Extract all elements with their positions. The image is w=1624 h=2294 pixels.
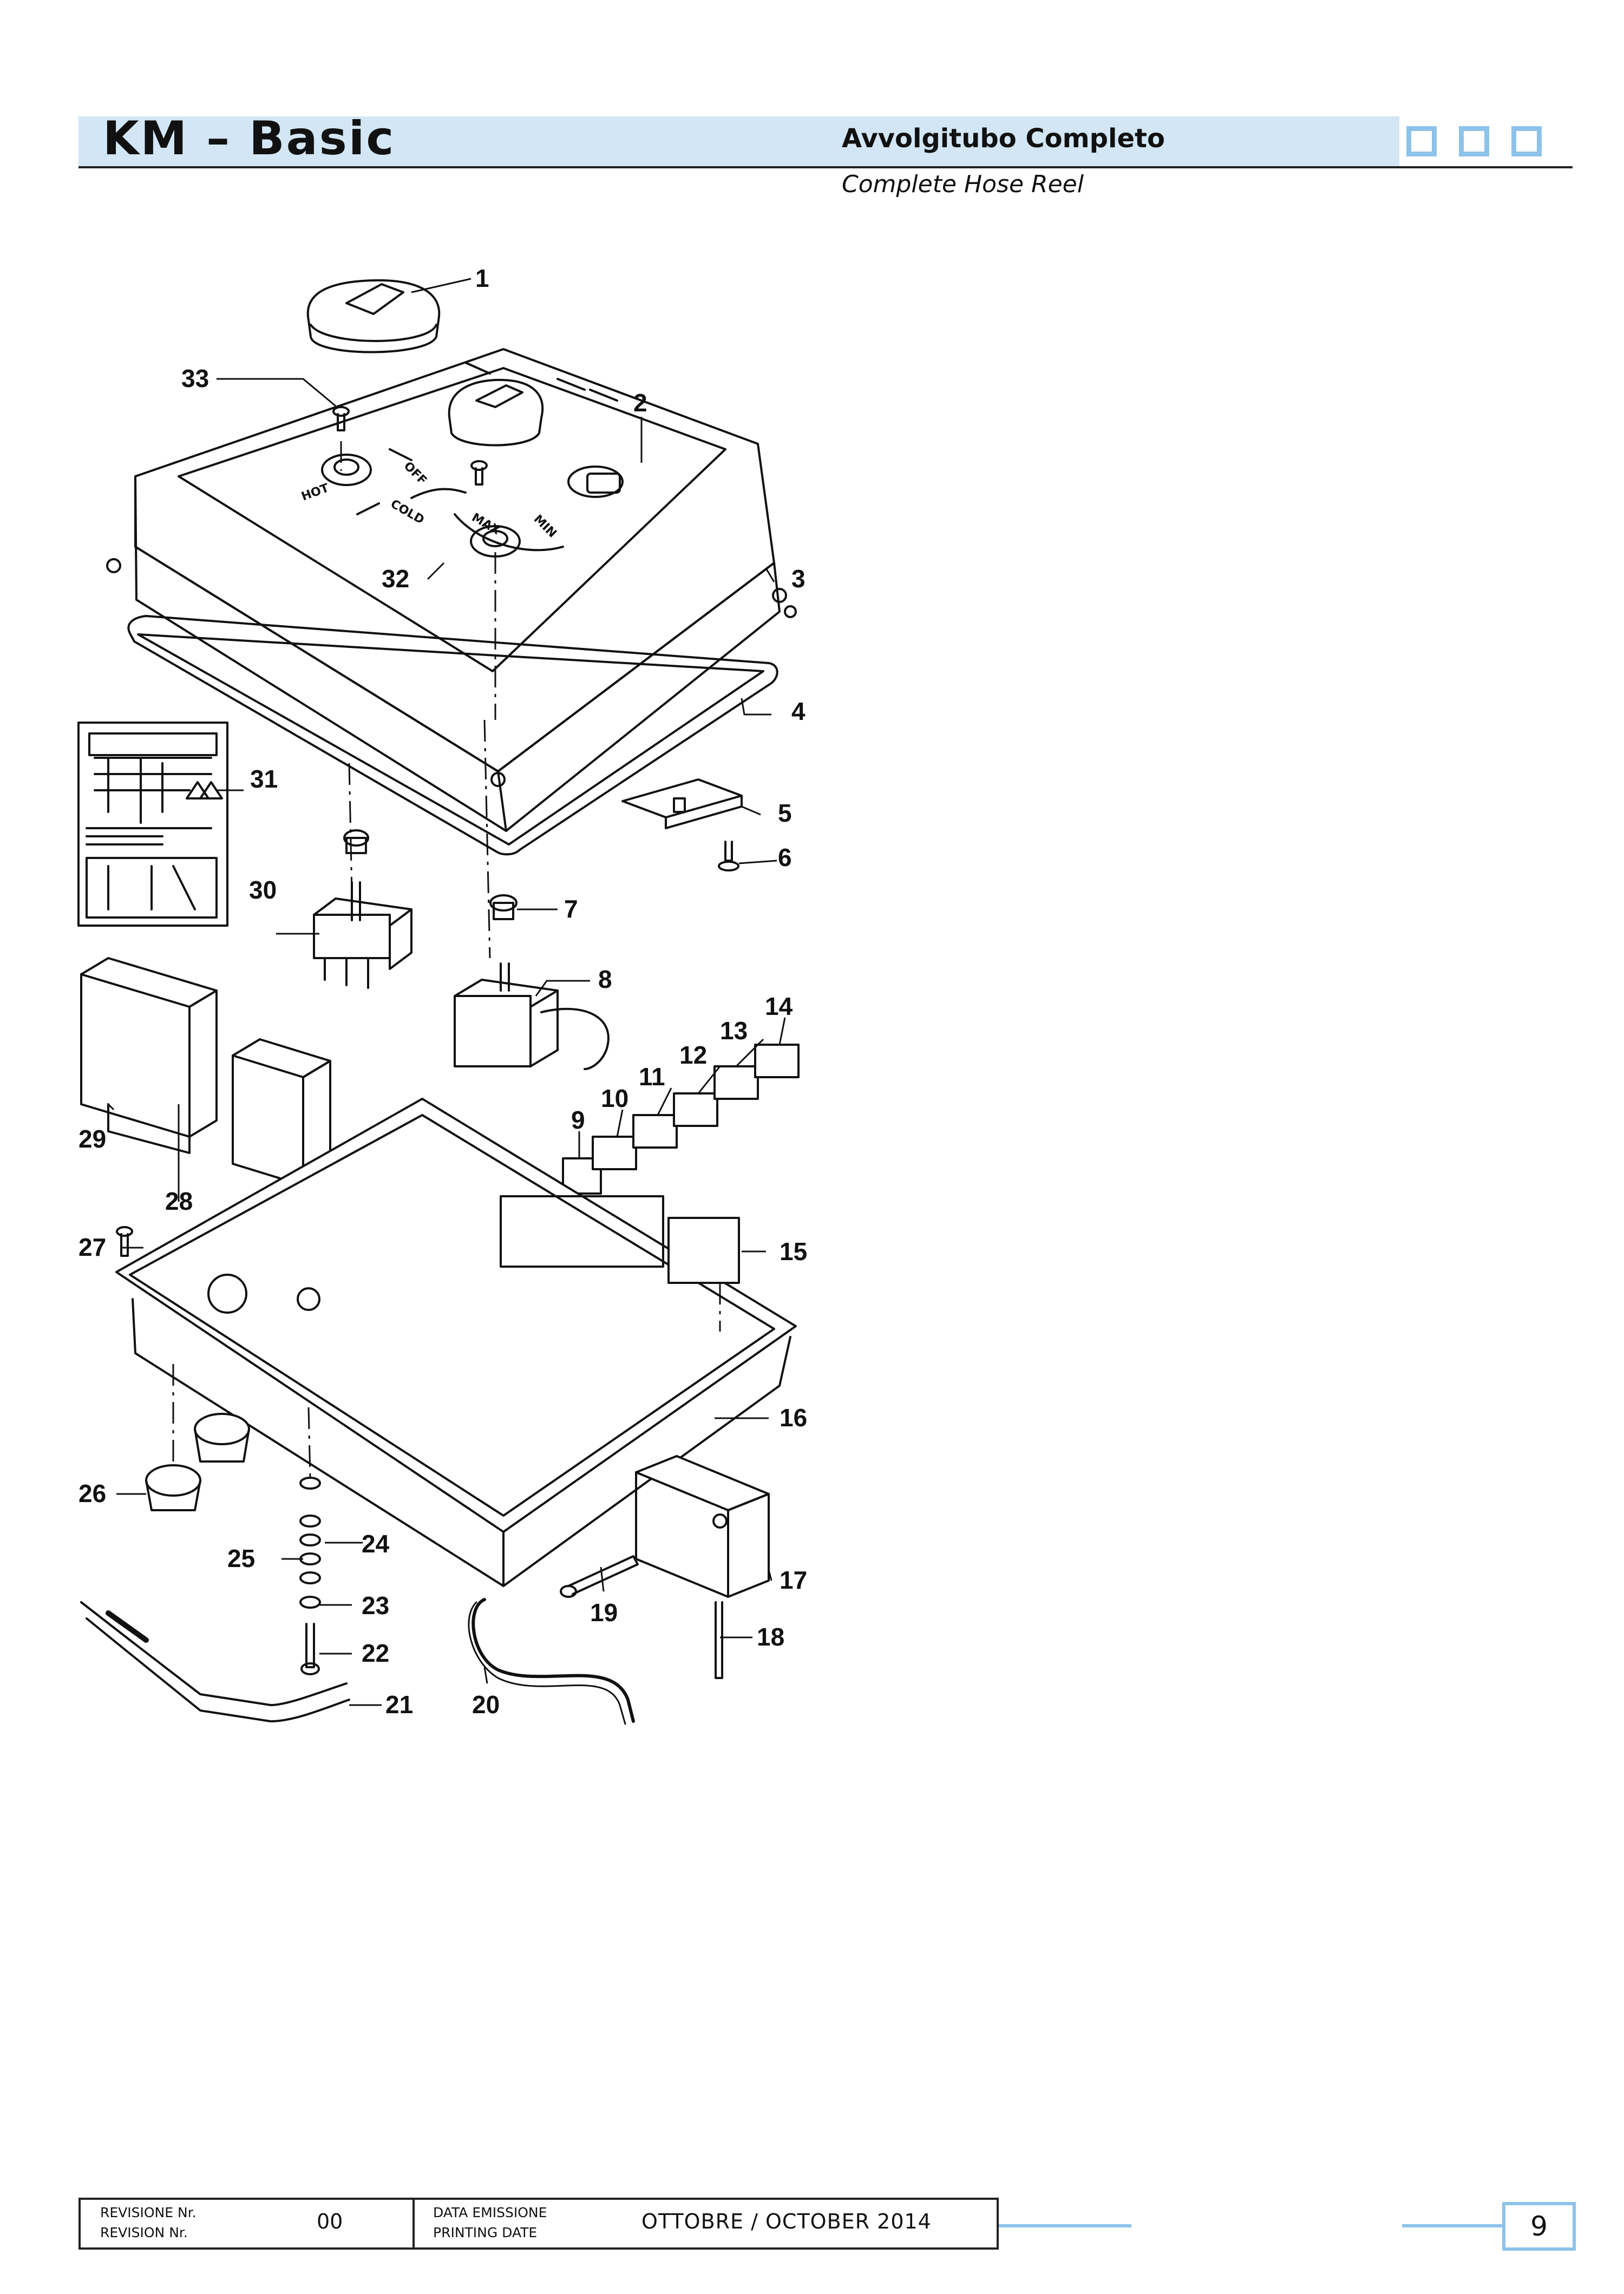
revision-number: 00 — [317, 2210, 343, 2233]
callout-15: 15 — [780, 1237, 807, 1266]
callout-19: 19 — [590, 1598, 618, 1627]
part-27-screw — [116, 1226, 133, 1257]
revision-label-english: REVISION Nr. — [100, 2225, 188, 2240]
printing-date: OTTOBRE / OCTOBER 2014 — [641, 2210, 932, 2233]
page-title-italian: Avvolgitubo Completo — [842, 123, 1165, 154]
callout-30: 30 — [249, 876, 277, 904]
header-square-icon — [1406, 126, 1437, 156]
part-2-upper-cover — [134, 348, 781, 832]
date-label-italian: DATA EMISSIONE — [433, 2205, 547, 2220]
callout-7: 7 — [564, 895, 578, 923]
part-4-gasket — [127, 615, 778, 856]
footer-accent-line — [999, 2224, 1131, 2227]
footer-accent-line — [1402, 2224, 1502, 2227]
callout-24: 24 — [362, 1530, 390, 1558]
part-21-power-cord — [80, 1601, 350, 1722]
part-6-screw — [718, 841, 739, 871]
revision-label-italian: REVISIONE Nr. — [100, 2205, 197, 2220]
part-18-pin — [715, 1601, 723, 1679]
callout-8: 8 — [598, 965, 612, 993]
part-33-screw — [332, 406, 350, 431]
part-19-screw — [560, 1555, 639, 1598]
part-8-thermostat — [454, 894, 610, 1070]
part-32-screw — [470, 460, 488, 486]
footer-divider — [412, 2198, 415, 2250]
callout-33: 33 — [181, 364, 209, 392]
part-26-cable-glands — [145, 1413, 250, 1511]
callout-26: 26 — [78, 1479, 106, 1508]
callout-25: 25 — [227, 1544, 255, 1572]
header-band — [78, 116, 1399, 166]
callout-31: 31 — [250, 765, 278, 793]
part-1-knob — [306, 279, 441, 353]
callout-6: 6 — [778, 843, 792, 871]
part-1-knob-on-cover — [321, 378, 564, 558]
parts-9-14-terminal-blocks — [562, 1044, 800, 1195]
callout-17: 17 — [780, 1566, 807, 1594]
header-square-icon — [1459, 126, 1489, 156]
callout-2: 2 — [633, 389, 647, 417]
callout-27: 27 — [78, 1233, 106, 1261]
callout-10: 10 — [601, 1084, 628, 1112]
page-title-english: Complete Hose Reel — [842, 171, 1084, 198]
callout-22: 22 — [362, 1639, 389, 1667]
callout-28: 28 — [165, 1187, 193, 1215]
callout-20: 20 — [472, 1690, 500, 1719]
part-29-contactor — [80, 957, 218, 1154]
callout-3: 3 — [791, 565, 806, 593]
brand-title: KM – Basic — [103, 112, 396, 166]
callout-29: 29 — [78, 1125, 106, 1153]
part-17-pressure-switch — [635, 1455, 770, 1598]
callout-21: 21 — [385, 1690, 413, 1719]
header-rule — [78, 166, 1573, 168]
part-31-wiring-diagram-sheet — [77, 722, 228, 927]
callout-4: 4 — [791, 697, 806, 725]
header-square-icon — [1511, 126, 1542, 156]
callout-11: 11 — [639, 1063, 665, 1091]
callout-23: 23 — [362, 1591, 389, 1620]
callout-9: 9 — [571, 1106, 585, 1134]
callout-5: 5 — [778, 799, 792, 827]
page-number: 9 — [1502, 2202, 1576, 2251]
callout-32: 32 — [382, 565, 409, 593]
callout-13: 13 — [720, 1017, 748, 1045]
part-5-bracket — [621, 778, 743, 829]
part-20-hose — [472, 1598, 635, 1723]
part-30-selector-switch — [313, 829, 412, 989]
callout-1: 1 — [475, 264, 489, 292]
date-label-english: PRINTING DATE — [433, 2225, 538, 2240]
callout-12: 12 — [679, 1041, 707, 1069]
callout-16: 16 — [780, 1404, 807, 1432]
callout-14: 14 — [765, 992, 793, 1020]
footer-info-box — [78, 2198, 999, 2250]
part-16-base-box — [115, 1098, 797, 1587]
callout-18: 18 — [757, 1623, 784, 1651]
parts-22-25-fasteners — [299, 1477, 321, 1675]
